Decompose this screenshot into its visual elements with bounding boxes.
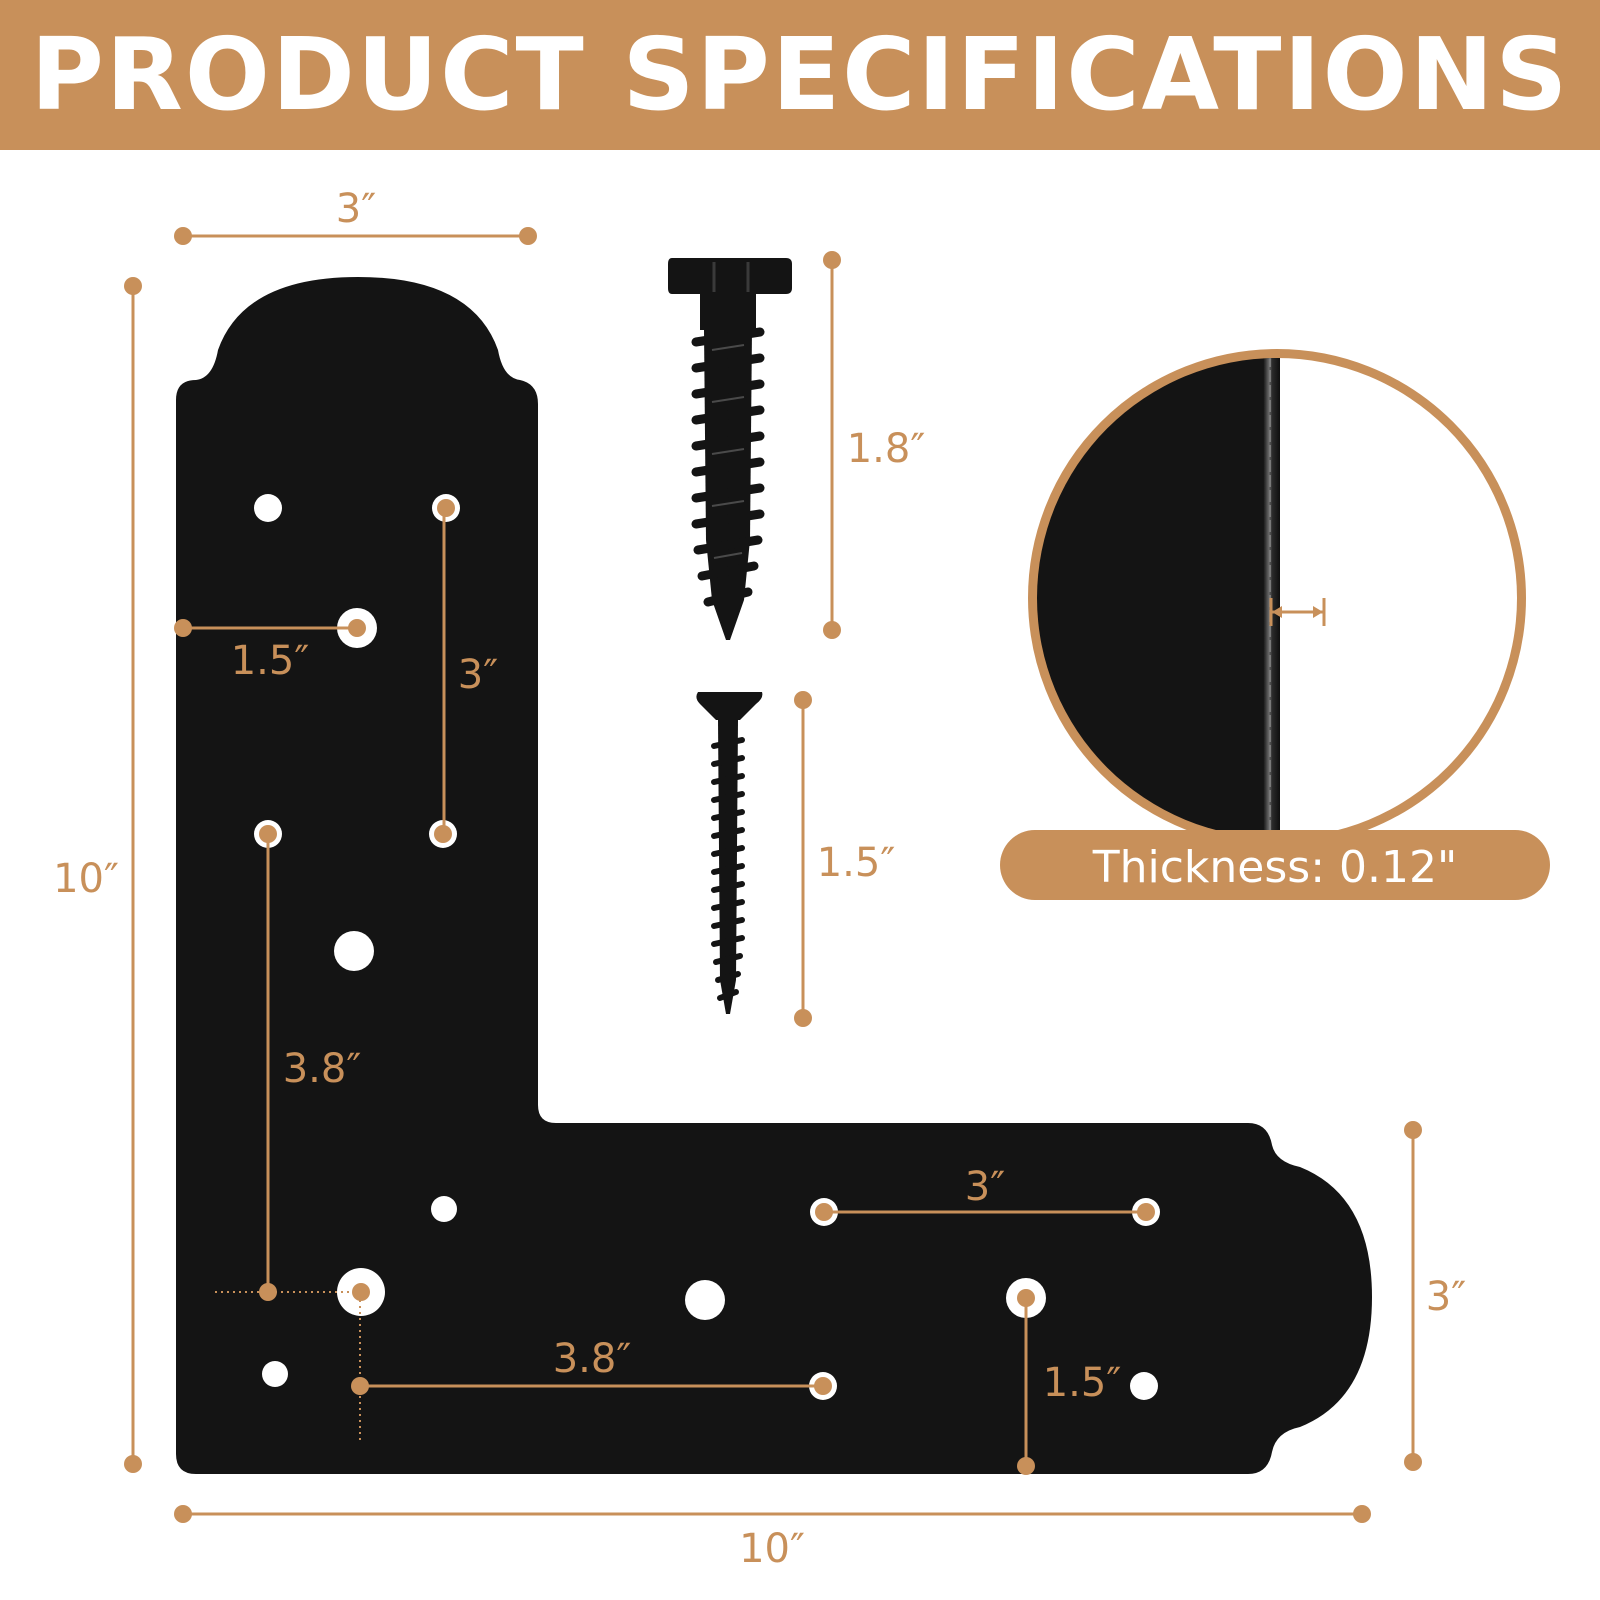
thickness-marker [1269,598,1326,626]
label-hole-spacing-bottom-long: 3.8″ [553,1336,632,1382]
label-wood-screw-length: 1.5″ [817,840,896,886]
dim-hole-spacing-horizontal [815,1203,1155,1221]
hole [262,1361,288,1387]
label-arm-width-right: 3″ [1426,1274,1466,1320]
dim-edge-to-hole [174,619,366,637]
dim-arm-width-top [174,227,537,245]
dim-arm-width-right [1404,1121,1422,1471]
dim-lag-screw-length [823,251,841,639]
thickness-zoom: Thickness: 0.12" [1000,349,1550,900]
lag-screw-threads [691,327,765,607]
bracket-plate [176,277,1372,1474]
dim-wood-screw-length [794,691,812,1027]
dim-hole-spacing-bottom-long [351,1283,832,1442]
hole [1130,1372,1158,1400]
dim-hole-spacing-left-long [215,825,360,1301]
dimension-lines [124,227,1422,1523]
hole [254,494,282,522]
label-hole-spacing-vertical: 3″ [458,652,498,698]
wood-screw-threads [711,737,745,1001]
lag-screw-thread-highlights [711,344,745,559]
dim-overall-width [174,1505,1371,1523]
label-arm-width-top: 3″ [336,186,376,232]
dim-hole-to-bottom-edge [1017,1289,1035,1475]
thickness-label: Thickness: 0.12" [1092,842,1457,893]
label-hole-spacing-left-long: 3.8″ [283,1046,362,1092]
hole [431,1196,457,1222]
label-hole-spacing-horizontal: 3″ [965,1164,1005,1210]
dim-overall-height [124,277,142,1473]
hole [685,1280,725,1320]
countersunk-screw-icon [696,692,763,1014]
label-overall-width: 10″ [739,1526,805,1572]
dimension-labels: 3″ 10″ 1.5″ 3″ 3.8″ 3.8″ 3″ 1.5″ 3″ 10″ … [53,186,1466,1572]
page-title: PRODUCT SPECIFICATIONS [30,16,1570,133]
dim-hole-spacing-vertical [434,499,455,843]
label-lag-screw-length: 1.8″ [847,426,926,472]
header-banner: PRODUCT SPECIFICATIONS [0,0,1600,150]
thickness-pill: Thickness: 0.12" [1000,830,1550,900]
label-hole-to-bottom-edge: 1.5″ [1043,1360,1122,1406]
label-overall-height: 10″ [53,856,119,902]
hex-lag-screw-icon [668,258,792,640]
hole [334,931,374,971]
label-edge-to-hole: 1.5″ [231,638,310,684]
